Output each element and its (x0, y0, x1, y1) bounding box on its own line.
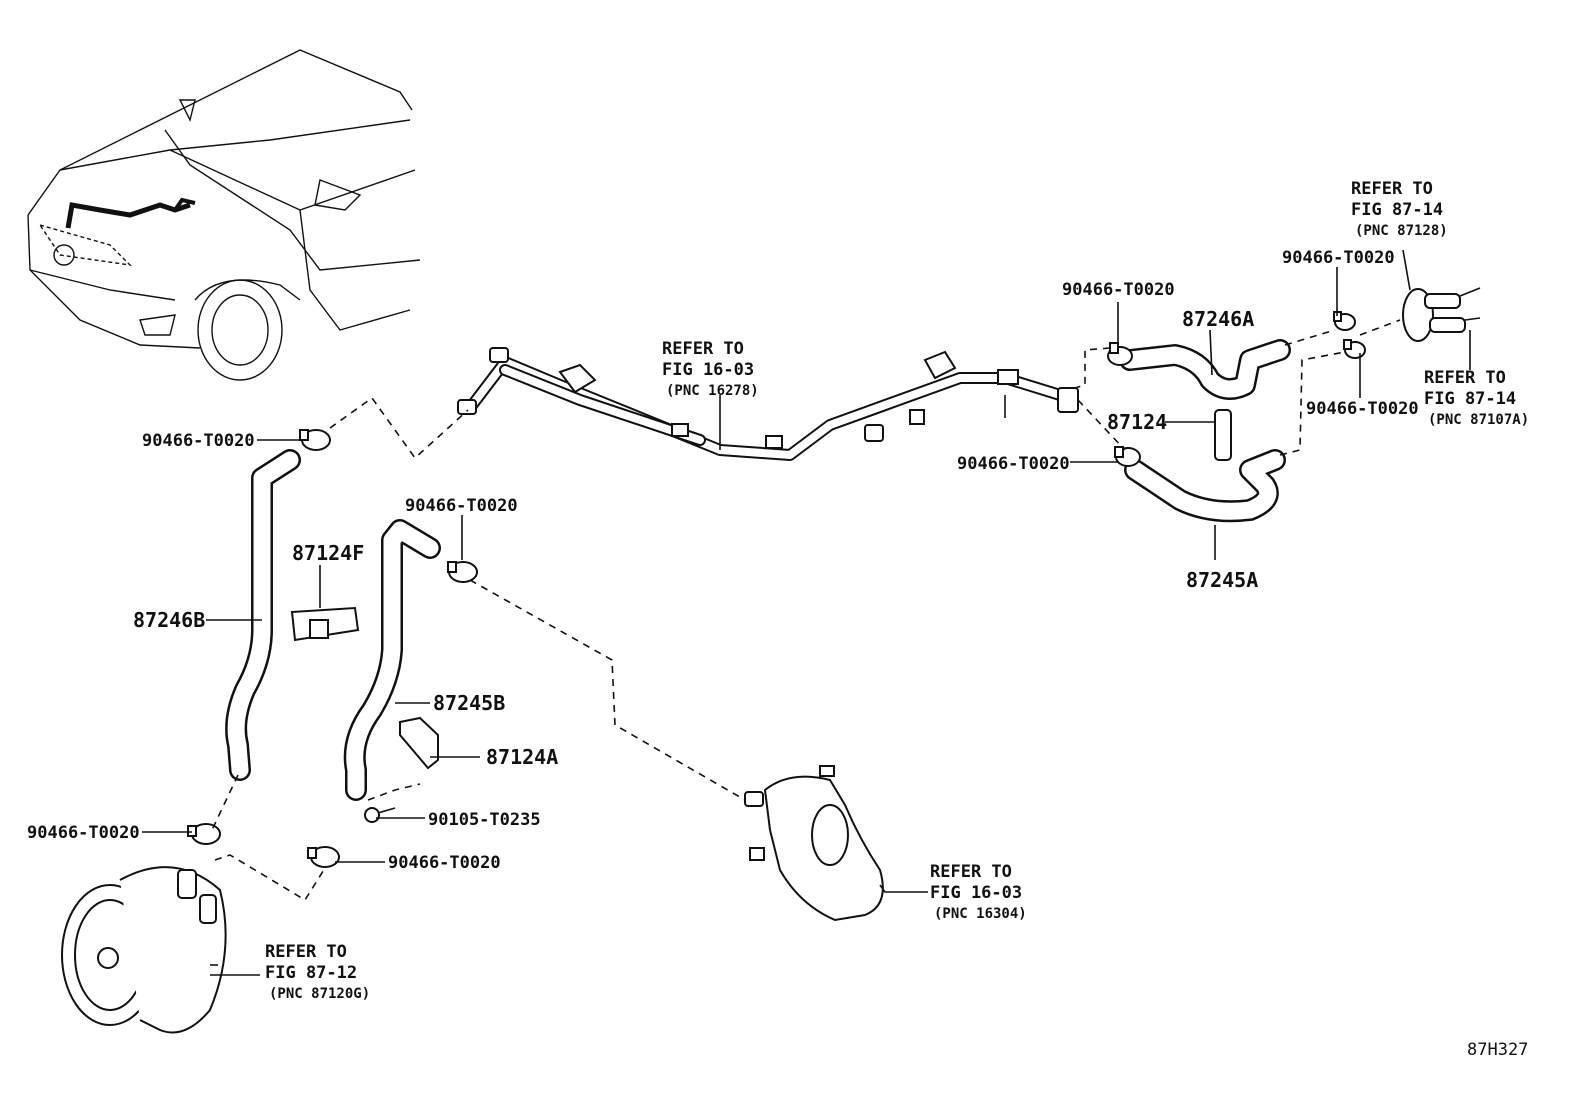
clamp-icon (1343, 339, 1366, 359)
label-clamp-lower-left: 90466-T0020 (27, 823, 140, 843)
svg-text:(PNC 87128): (PNC 87128) (1355, 223, 1448, 239)
clamp-icon (447, 561, 478, 583)
label-clip-87124A: 87124A (486, 745, 558, 769)
reference-87128: REFER TO FIG 87-14 (PNC 87128) (1351, 179, 1448, 239)
label-clip-87124: 87124 (1107, 410, 1167, 434)
figure-code: 87H327 (1467, 1040, 1528, 1060)
hose-clamps (187, 311, 1366, 868)
label-clip-87124F: 87124F (292, 541, 364, 565)
svg-text:REFER TO: REFER TO (265, 942, 347, 962)
connector-87107A (1402, 287, 1481, 342)
label-hose-87245B: 87245B (433, 691, 505, 715)
svg-text:REFER TO: REFER TO (1351, 179, 1433, 199)
label-clamp-far-right-bottom: 90466-T0020 (1306, 399, 1419, 419)
hose-87245A-shape (1124, 449, 1286, 523)
part-number-labels: 90466-T0020 90466-T0020 90466-T0020 9046… (27, 248, 1528, 1060)
leader-lines (142, 249, 1471, 976)
clip-87124F-shape (290, 606, 360, 642)
label-clamp-lower-mid: 90466-T0020 (388, 853, 501, 873)
bolt-icon (364, 807, 396, 823)
label-clamp-upper-right: 90466-T0020 (1062, 280, 1175, 300)
water-outlet-housing (744, 765, 884, 922)
reference-labels: REFER TO FIG 16-03 (PNC 16278) REFER TO … (265, 179, 1529, 1002)
svg-text:FIG 87-12: FIG 87-12 (265, 963, 357, 983)
label-clamp-mid: 90466-T0020 (405, 496, 518, 516)
hose-87246B-shape (225, 449, 301, 781)
clamp-icon (1333, 311, 1356, 331)
clamp-icon (299, 429, 331, 451)
vehicle-locator-illustration (27, 49, 421, 381)
svg-text:REFER TO: REFER TO (1424, 368, 1506, 388)
svg-text:REFER TO: REFER TO (662, 339, 744, 359)
clip-87124-shape (1214, 409, 1232, 461)
label-clamp-top-left: 90466-T0020 (142, 431, 255, 451)
reference-16278: REFER TO FIG 16-03 (PNC 16278) (662, 339, 759, 399)
clamp-icon (307, 846, 340, 868)
label-clamp-right-mid: 90466-T0020 (957, 454, 1070, 474)
svg-text:FIG 16-03: FIG 16-03 (930, 883, 1022, 903)
heater-water-pipe (457, 347, 1079, 461)
svg-text:FIG 16-03: FIG 16-03 (662, 360, 754, 380)
label-bolt-90105: 90105-T0235 (428, 810, 541, 830)
label-hose-87246A: 87246A (1182, 307, 1254, 331)
label-hose-87246B: 87246B (133, 608, 205, 632)
reference-16304: REFER TO FIG 16-03 (PNC 16304) (930, 862, 1027, 922)
clamp-icon (187, 823, 221, 845)
svg-text:FIG 87-14: FIG 87-14 (1424, 389, 1516, 409)
svg-text:(PNC 16278): (PNC 16278) (666, 383, 759, 399)
label-hose-87245A: 87245A (1186, 568, 1258, 592)
clip-87124A-shape (399, 716, 439, 770)
svg-text:(PNC 87107A): (PNC 87107A) (1428, 412, 1529, 428)
svg-text:REFER TO: REFER TO (930, 862, 1012, 882)
label-clamp-far-right-top: 90466-T0020 (1282, 248, 1395, 268)
svg-text:FIG 87-14: FIG 87-14 (1351, 200, 1443, 220)
reference-87107A: REFER TO FIG 87-14 (PNC 87107A) (1424, 368, 1529, 428)
svg-text:(PNC 87120G): (PNC 87120G) (269, 986, 370, 1002)
hose-87246A-shape (1119, 339, 1291, 400)
svg-text:(PNC 16304): (PNC 16304) (934, 906, 1027, 922)
reference-87120G: REFER TO FIG 87-12 (PNC 87120G) (265, 942, 370, 1002)
hose-87245B-shape (343, 519, 441, 801)
clamp-icon (1107, 342, 1133, 366)
vacuum-pump-illustration (61, 866, 227, 1034)
clamp-icon (1114, 446, 1141, 467)
